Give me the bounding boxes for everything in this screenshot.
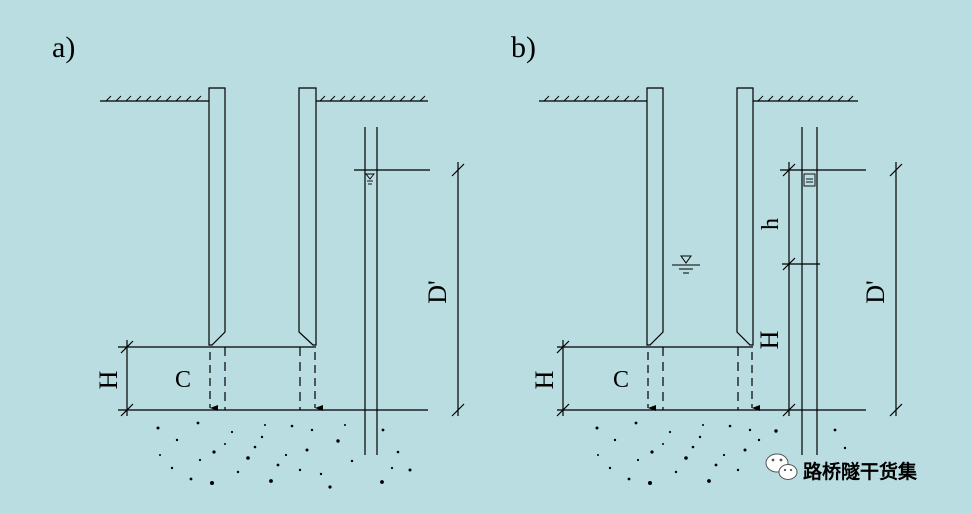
panel-b: b) H C (511, 31, 903, 485)
water-level-icon (803, 173, 816, 187)
sheet-pile-left (208, 87, 226, 346)
dimension-H-left: H (530, 340, 570, 417)
dimension-h-label: h (758, 218, 784, 230)
dimension-D-prime-label: D' (861, 280, 890, 303)
dimension-H-left-label: H (530, 370, 559, 389)
ground-surface-right (753, 95, 858, 102)
dimension-D-prime-label: D' (423, 280, 452, 303)
panel-a-label: a) (52, 31, 75, 64)
soil-texture (156, 421, 412, 489)
sheet-pile-right (736, 87, 754, 346)
piezometer-tube (364, 127, 378, 455)
ground-surface-right (316, 95, 428, 102)
panel-b-label: b) (511, 31, 536, 64)
sheet-pile-left (646, 87, 664, 346)
coefficient-C-label: C (613, 367, 629, 393)
water-table-icon (672, 255, 700, 274)
dimension-H-right: H (755, 264, 796, 417)
panel-a: a) H C (52, 31, 465, 489)
dimension-H-right-label: H (755, 330, 784, 349)
wechat-icon (765, 453, 798, 480)
dimension-D-prime: D' (423, 162, 465, 417)
soil-texture (595, 421, 847, 485)
coefficient-C-label: C (175, 367, 191, 393)
water-level-icon (365, 173, 375, 185)
dimension-h: h (758, 162, 796, 271)
ground-surface-left (539, 95, 647, 102)
sheet-pile-right (298, 87, 317, 346)
watermark-text: 路桥隧干货集 (803, 460, 918, 483)
dimension-H: H (94, 340, 134, 417)
watermark: 路桥隧干货集 (765, 453, 918, 483)
dimension-D-prime: D' (861, 162, 903, 417)
ground-surface-left (100, 95, 209, 102)
piezometer-tube (801, 127, 818, 455)
dimension-H-label: H (94, 370, 123, 389)
